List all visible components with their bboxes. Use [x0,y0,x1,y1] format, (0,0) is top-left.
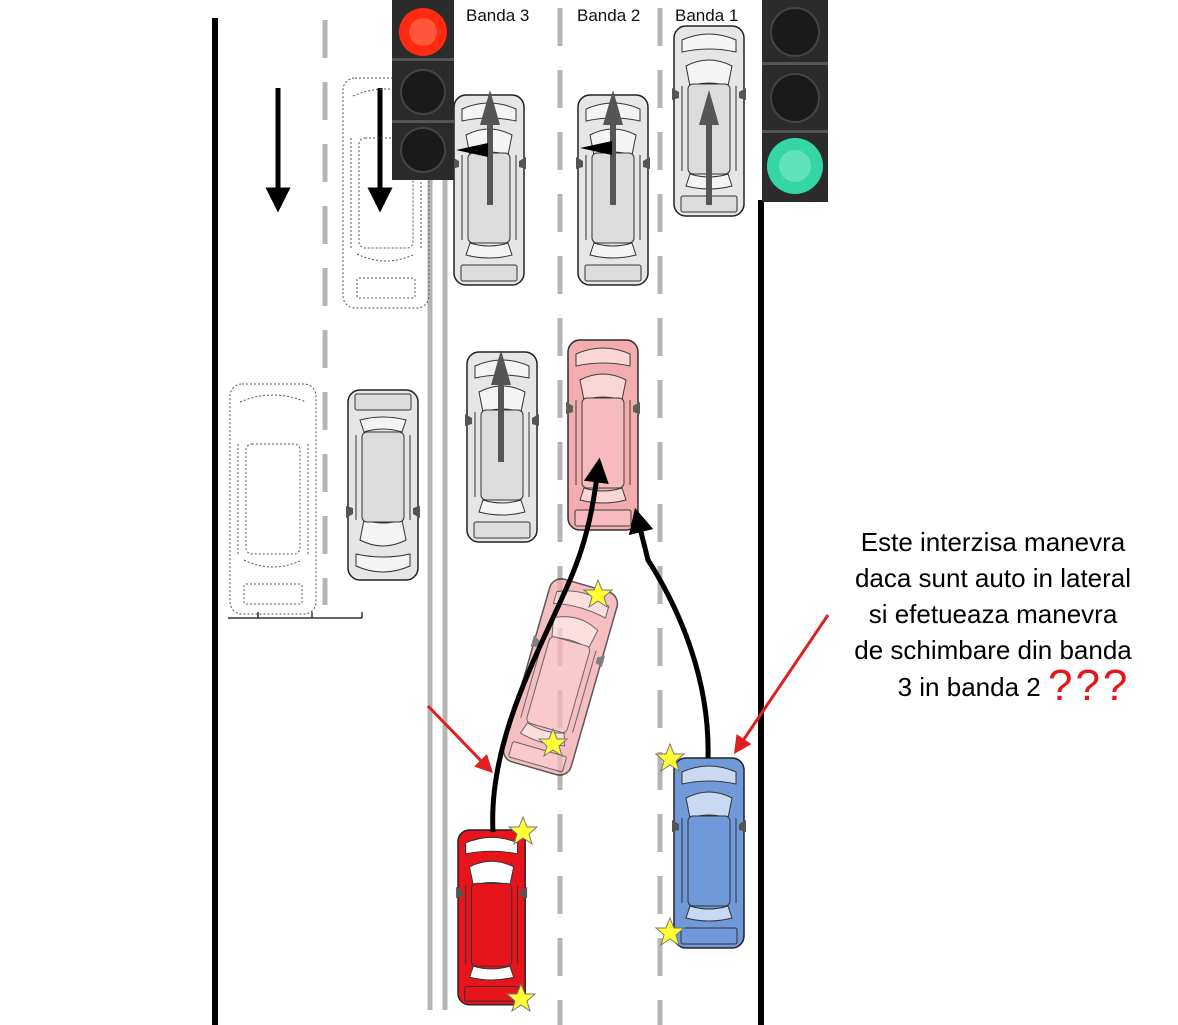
note-line-4: de schimbare din banda [854,635,1132,665]
explanation-note: Este interzisa manevra daca sunt auto in… [820,524,1166,708]
ghost-car-icon [229,383,317,615]
note-line-1: Este interzisa manevra [860,527,1126,557]
note-line-3: si efetueaza manevra [868,599,1118,629]
car-blue [671,757,747,949]
car-red [455,829,528,1006]
car-red-target-ghost [565,339,641,531]
lane-label-3: Banda 3 [466,6,530,25]
car-opposite [345,389,421,581]
pointer-arrow-red-right [733,614,830,754]
pointer-arrow-red-left [426,704,494,774]
stop-line-marks [228,612,363,619]
note-line-5: 3 in banda 2 [897,672,1041,702]
direction-arrow-icon [456,90,719,462]
traffic-light-icon [762,0,828,202]
question-marks: ??? [1047,661,1131,710]
traffic-light-icon [392,0,454,180]
trajectory-red [490,457,609,833]
trajectory-blue [628,507,711,759]
lane-label-2: Banda 2 [577,6,641,25]
note-line-2: daca sunt auto in lateral [854,563,1132,593]
lane-label-1: Banda 1 [675,6,739,25]
